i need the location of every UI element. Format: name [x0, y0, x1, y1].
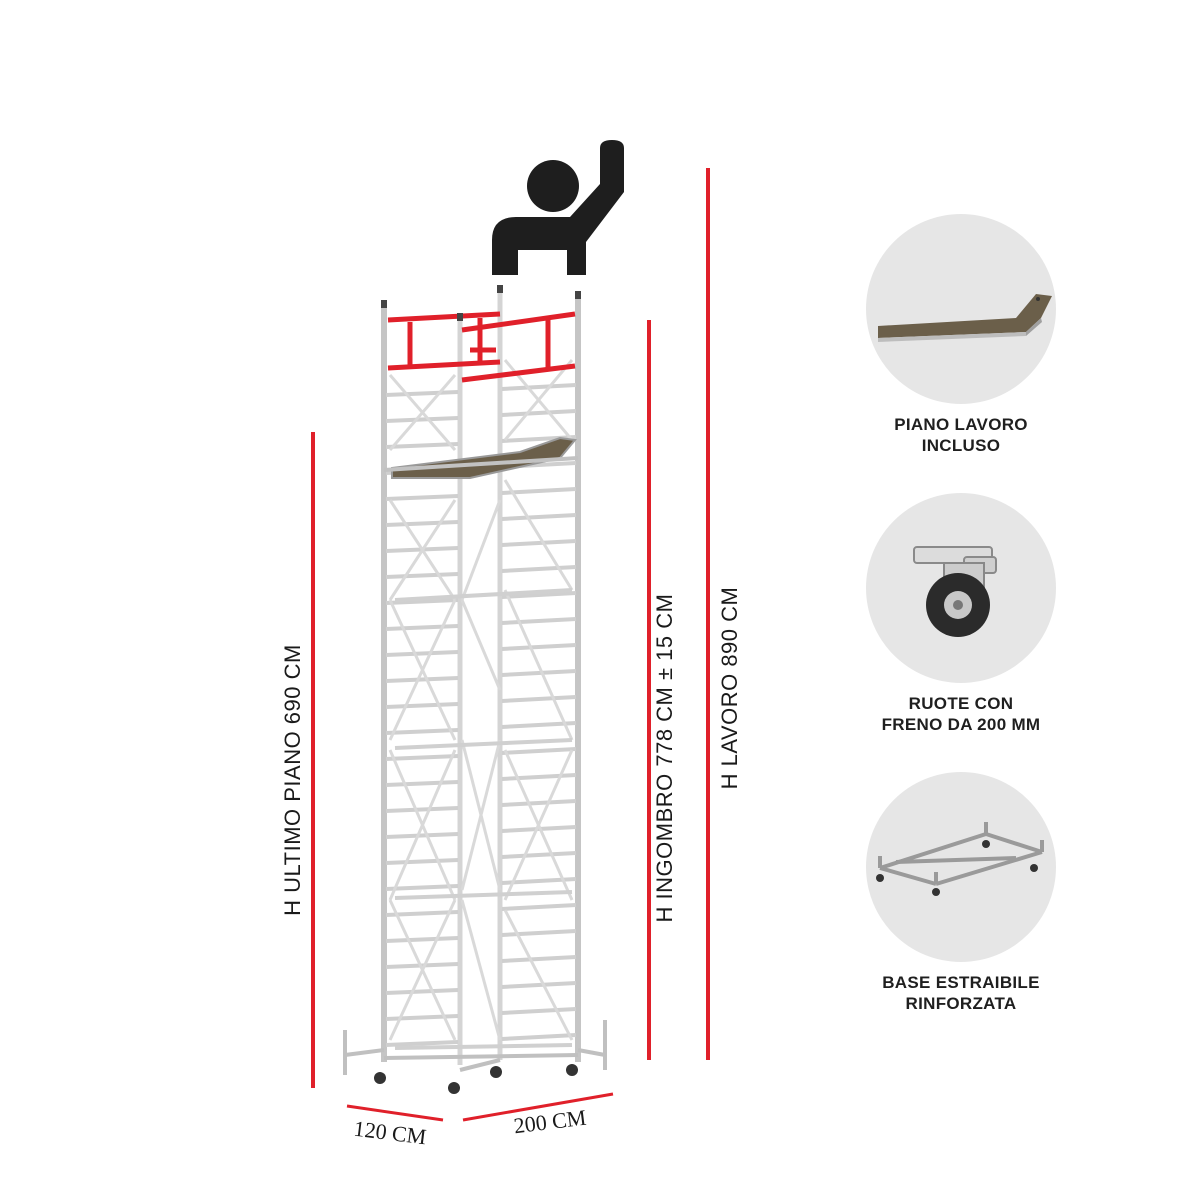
- dimension-lines: [311, 168, 710, 1088]
- rung: [385, 1040, 459, 1047]
- rung: [385, 598, 459, 605]
- rung: [385, 754, 459, 761]
- rung: [501, 1007, 577, 1015]
- wheels: [374, 1064, 578, 1094]
- feature-base: BASE ESTRAIBILE RINFORZATA: [866, 772, 1056, 1014]
- feature-label-line2: RINFORZATA: [905, 994, 1017, 1013]
- rung: [385, 988, 459, 995]
- person-icon: [492, 140, 624, 275]
- rung: [501, 409, 577, 417]
- rung: [385, 780, 459, 787]
- feature-ruote: RUOTE CON FRENO DA 200 MM: [866, 493, 1056, 735]
- work-platform-icon: [878, 294, 1052, 342]
- rung: [385, 390, 459, 397]
- label-lavoro: H LAVORO 890 CM: [717, 586, 742, 790]
- feature-label-line1: PIANO LAVORO: [894, 415, 1028, 434]
- feature-label-line2: INCLUSO: [921, 436, 1001, 455]
- feature-circle: [866, 493, 1056, 683]
- rung: [385, 624, 459, 631]
- rung: [501, 383, 577, 391]
- rung: [385, 936, 459, 943]
- rung: [501, 747, 577, 755]
- rung: [385, 702, 459, 709]
- feature-piano-lavoro: PIANO LAVORO INCLUSO: [866, 214, 1056, 456]
- rung: [501, 773, 577, 781]
- feature-label-line2: FRENO DA 200 MM: [881, 715, 1041, 734]
- rung: [385, 650, 459, 657]
- rung: [501, 851, 577, 859]
- feature-circle: [866, 214, 1056, 404]
- rung: [385, 1014, 459, 1021]
- rung: [501, 669, 577, 677]
- rung: [501, 929, 577, 937]
- base-frame-icon: [876, 822, 1044, 896]
- width-dimension-lines: [346, 1092, 614, 1122]
- rung: [501, 643, 577, 651]
- red-guardrails: [387, 311, 576, 383]
- rung: [501, 539, 577, 547]
- feature-label-line1: BASE ESTRAIBILE: [882, 973, 1040, 992]
- rung: [385, 442, 459, 449]
- rung: [385, 728, 459, 735]
- rung: [385, 572, 459, 579]
- caster-wheel-icon: [913, 546, 997, 637]
- label-ingombro: H INGOMBRO 778 CM ± 15 CM: [652, 593, 677, 923]
- rung: [385, 832, 459, 839]
- rung: [501, 513, 577, 521]
- rung: [385, 858, 459, 865]
- rung: [501, 955, 577, 963]
- rung: [385, 806, 459, 813]
- rung: [501, 565, 577, 573]
- rung: [501, 695, 577, 703]
- rung: [385, 884, 459, 891]
- rung: [501, 1033, 577, 1041]
- rung: [385, 494, 459, 501]
- rung: [501, 617, 577, 625]
- rung: [501, 903, 577, 911]
- rung: [501, 487, 577, 495]
- rung: [501, 981, 577, 989]
- rung: [385, 416, 459, 423]
- feature-label-line1: RUOTE CON: [908, 694, 1014, 713]
- rung: [501, 591, 577, 599]
- rung: [385, 676, 459, 683]
- rung: [385, 520, 459, 527]
- label-ultimo-piano: H ULTIMO PIANO 690 CM: [280, 644, 305, 916]
- scaffold-tower: [343, 285, 607, 1094]
- feature-circle: [866, 772, 1056, 962]
- rung: [501, 799, 577, 807]
